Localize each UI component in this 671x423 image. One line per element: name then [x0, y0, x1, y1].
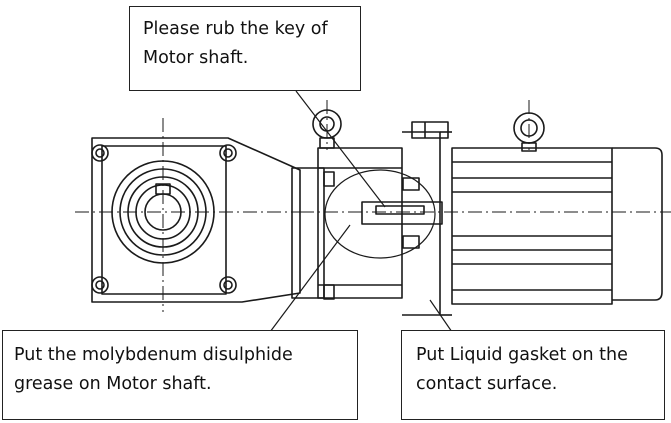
callout-grease-line2: grease on Motor shaft.: [14, 374, 212, 394]
leader-lines: [269, 90, 453, 333]
callout-liquid-gasket: Put Liquid gasket on the contact surface…: [401, 330, 665, 420]
callout-gasket-line1: Put Liquid gasket on the: [416, 345, 628, 365]
motor-adapter: [402, 121, 452, 316]
motor-body: [451, 147, 663, 305]
callout-key-line1: Please rub the key of: [143, 19, 328, 39]
callout-grease: Put the molybdenum disulphide grease on …: [2, 330, 358, 420]
gear-reducer-housing: [91, 137, 301, 303]
callout-gasket-line2: contact surface.: [416, 374, 558, 394]
callout-rub-key: Please rub the key of Motor shaft.: [129, 6, 361, 91]
centre-lines: [75, 100, 671, 312]
flange-block: [291, 147, 403, 300]
callout-grease-line1: Put the molybdenum disulphide: [14, 345, 293, 365]
callout-key-line2: Motor shaft.: [143, 48, 249, 68]
motor-shaft: [324, 169, 443, 259]
